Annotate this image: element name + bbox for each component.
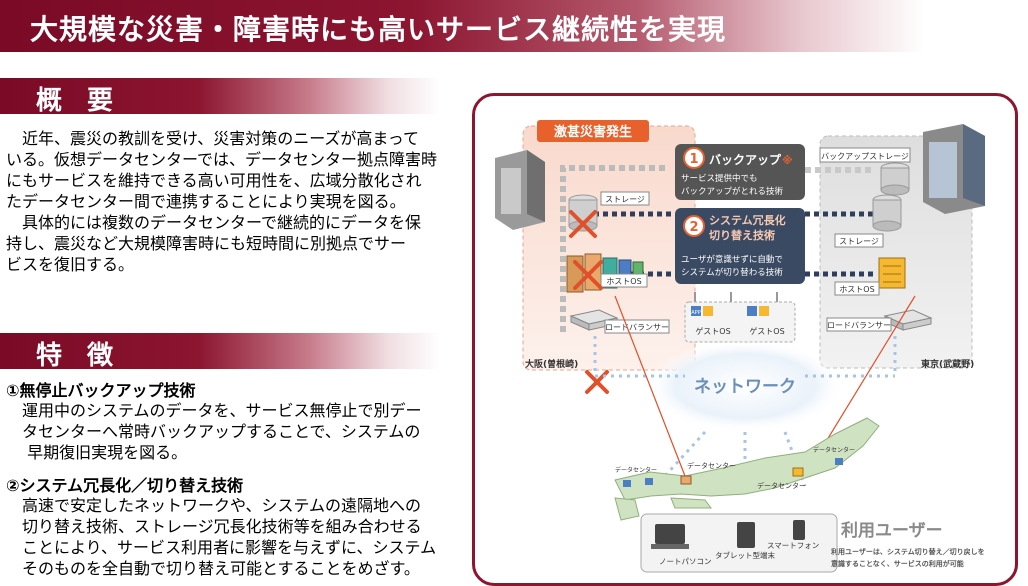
osaka-building-icon xyxy=(495,150,545,230)
feature-2-title: ②システム冗長化／切り替え技術 xyxy=(6,476,244,495)
backup-title: バックアップ xyxy=(709,152,782,167)
feature-2-line: 高速で安定したネットワークや、システムの遠隔地への xyxy=(6,496,422,515)
title-bar: 大規模な災害・障害時にも高いサービス継続性を実現 xyxy=(0,0,1028,52)
backup-storage-label: バックアップストレージ xyxy=(821,152,909,161)
osaka-label: 大阪(曽根崎) xyxy=(525,358,578,370)
feature-1-title: ①無停止バックアップ技術 xyxy=(6,381,196,400)
feature-2-line: 切り替え技術、ストレージ冗長化技術等を組み合わせる xyxy=(6,517,422,536)
tablet-icon xyxy=(737,522,755,548)
feature-2-line: ことにより、サービス利用者に影響を与えずに、システム xyxy=(6,538,437,557)
failure-x-icon xyxy=(573,260,603,290)
laptop-label: ノートパソコン xyxy=(659,557,712,566)
overview-heading-bar: 概 要 xyxy=(0,78,440,116)
page-title: 大規模な災害・障害時にも高いサービス継続性を実現 xyxy=(30,13,727,46)
redundancy-title-1: システム冗長化 xyxy=(709,213,786,227)
network-label: ネットワーク xyxy=(694,377,796,397)
backup-number: 1 xyxy=(689,152,698,167)
failure-x-icon xyxy=(569,210,597,238)
tokyo-lb-tag xyxy=(826,317,892,332)
overview-heading: 概 要 xyxy=(36,86,122,116)
dc-marker xyxy=(645,478,653,485)
features-heading: 特 徴 xyxy=(36,341,122,371)
tablet-label: タブレット型端末 xyxy=(715,550,775,560)
network-links xyxy=(663,430,807,487)
redundancy-desc-2: システムが切り替わる技術 xyxy=(681,267,783,278)
users-desc-1: 利用ユーザーは、システム切り替え／切り戻しを xyxy=(831,547,985,556)
dc-marker-tokyo xyxy=(792,467,804,477)
tokyo-lb-label: ロードバランサー xyxy=(827,321,891,330)
guest-os-label-2: ゲストOS xyxy=(749,326,784,336)
overview-line: にもサービスを維持できる高い可用性を、広域分散化され xyxy=(6,171,422,190)
redundancy-callout xyxy=(675,208,805,284)
backup-desc-2: バックアップがとれる技術 xyxy=(681,186,784,197)
users-desc-2: 意識することなく、サービスの利用が可能 xyxy=(831,559,964,568)
tokyo-storage-label: ストレージ xyxy=(839,237,879,246)
feature-1-line: 早期復旧実現を図る。 xyxy=(6,443,188,462)
osaka-hostos-tag xyxy=(600,273,648,288)
backup-callout xyxy=(675,144,805,200)
dc-marker xyxy=(835,458,843,465)
backup-mark: ※ xyxy=(782,154,793,167)
tokyo-storage-icon xyxy=(872,194,902,232)
backup-number-badge xyxy=(683,147,705,169)
guest-os-group xyxy=(684,301,796,343)
overview-line: たデータセンター間で連携することにより実現を図る。 xyxy=(6,192,406,211)
backup-path-line xyxy=(560,165,665,332)
osaka-storage-label: ストレージ xyxy=(605,195,645,204)
network-cloud xyxy=(645,340,845,432)
dc-label: データセンター xyxy=(687,461,736,470)
osaka-lb-tag xyxy=(604,319,670,334)
redundancy-number-badge xyxy=(683,215,705,237)
app-badge xyxy=(759,306,769,316)
backup-desc-1: サービス提供中でも xyxy=(681,173,758,184)
kyushu-map xyxy=(614,497,640,521)
redundancy-title-2: 切り替え技術 xyxy=(709,228,775,242)
backup-storage-icon xyxy=(880,162,910,196)
diagram-canvas: 激甚災害発生 1 バックアップ ※ サービス提供中でも バックアップがとれる技術… xyxy=(495,120,985,573)
guest-os-label-1: ゲストOS xyxy=(695,326,730,336)
features-heading-bar: 特 徴 xyxy=(0,333,440,371)
feature-1-line: タセンターへ常時バックアップすることで、システムの xyxy=(6,422,421,441)
system-diagram: 激甚災害発生 1 バックアップ ※ サービス提供中でも バックアップがとれる技術… xyxy=(472,93,1018,586)
osaka-lb-label: ロードバランサー xyxy=(605,323,669,332)
app-badge xyxy=(703,306,713,316)
overview-text: 近年、震災の教訓を受け、災害対策のニーズが高まって いる。仮想データセンターでは… xyxy=(6,128,437,275)
dc-marker-osaka xyxy=(680,475,692,485)
feature-1-text: 運用中のシステムのデータを、サービス無停止で別デー タセンターへ常時バックアップ… xyxy=(6,400,422,463)
redundancy-desc-1: ユーザが意識せずに自動で xyxy=(681,254,783,265)
dc-marker xyxy=(623,480,631,487)
tokyo-label: 東京(武蔵野) xyxy=(921,358,974,370)
feature-1-line: 運用中のシステムのデータを、サービス無停止で別デー xyxy=(6,401,422,420)
disaster-label: 激甚災害発生 xyxy=(554,124,632,140)
smartphone-label: スマートフォン xyxy=(767,541,819,550)
overview-line: いる。仮想データセンターでは、データセンター拠点障害時 xyxy=(6,150,438,169)
feature-2-text: 高速で安定したネットワークや、システムの遠隔地への 切り替え技術、ストレージ冗長… xyxy=(6,495,436,579)
users-title: 利用ユーザー xyxy=(841,520,943,541)
backup-storage-tag xyxy=(819,147,911,163)
shikoku-map xyxy=(670,497,712,509)
tokyo-building-icon xyxy=(923,124,985,214)
overview-line: 近年、震災の教訓を受け、災害対策のニーズが高まって xyxy=(6,129,419,148)
dc-label: データセンター xyxy=(813,446,855,454)
dc-label: データセンター xyxy=(757,481,806,490)
tokyo-hostos-label: ホストOS xyxy=(839,285,874,294)
osaka-hostos-label: ホストOS xyxy=(606,277,641,286)
tokyo-hostos-tag xyxy=(834,281,880,296)
redundancy-number: 2 xyxy=(689,220,698,235)
disaster-badge xyxy=(537,120,649,142)
tokyo-server-icon xyxy=(878,257,906,289)
laptop-icon xyxy=(651,524,689,549)
feature-2-line: そのものを全自動で切り替え可能とすることをめざす。 xyxy=(6,559,420,578)
dc-label: データセンター xyxy=(615,466,657,474)
overview-line: 持し、震災など大規模障害時にも短時間に別拠点でサー xyxy=(6,234,407,253)
app-label: APP xyxy=(691,310,700,316)
app-badge xyxy=(691,306,701,316)
app-badge xyxy=(747,306,757,316)
overview-line: ビスを復旧する。 xyxy=(6,255,135,274)
tokyo-storage-tag xyxy=(834,233,884,248)
smartphone-icon xyxy=(793,520,805,540)
osaka-storage-tag xyxy=(600,191,650,206)
overview-line: 具体的には複数のデータセンターで継続的にデータを保 xyxy=(6,213,422,232)
